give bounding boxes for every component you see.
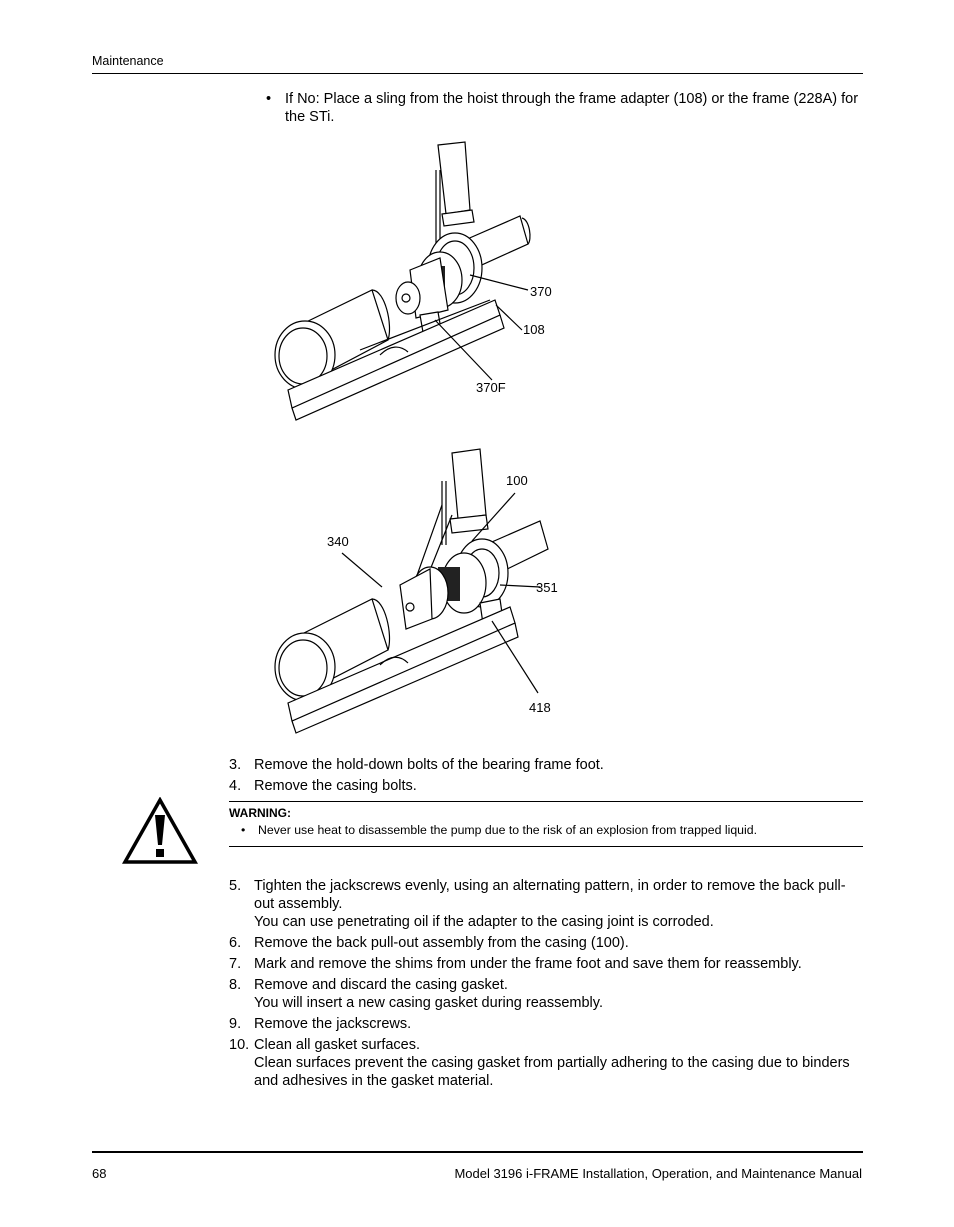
step-text: Clean all gasket surfaces. bbox=[254, 1037, 421, 1053]
footer-rule bbox=[92, 1151, 863, 1153]
step-item: 6. Remove the back pull-out assembly fro… bbox=[229, 934, 859, 952]
callout-418: 418 bbox=[529, 700, 551, 715]
step-note: Clean surfaces prevent the casing gasket… bbox=[254, 1055, 850, 1089]
step-number: 7. bbox=[229, 956, 242, 972]
step-text: Remove and discard the casing gasket. bbox=[254, 977, 508, 993]
warning-title: WARNING: bbox=[229, 806, 291, 820]
bullet-dot: • bbox=[241, 823, 246, 837]
pump-illustration-2 bbox=[260, 445, 560, 740]
step-number: 10. bbox=[229, 1037, 250, 1053]
page-header: Maintenance bbox=[92, 53, 863, 74]
step-item: 5. Tighten the jackscrews evenly, using … bbox=[229, 877, 859, 931]
manual-title: Model 3196 i-FRAME Installation, Operati… bbox=[454, 1166, 862, 1181]
step-text: Remove the jackscrews. bbox=[254, 1016, 412, 1032]
step-text: Mark and remove the shims from under the… bbox=[254, 956, 802, 972]
step-item: 8. Remove and discard the casing gasket.… bbox=[229, 976, 859, 1012]
bullet-text: If No: Place a sling from the hoist thro… bbox=[285, 91, 859, 125]
callout-100: 100 bbox=[506, 473, 528, 488]
callout-351: 351 bbox=[536, 580, 558, 595]
step-item: 3. Remove the hold-down bolts of the bea… bbox=[229, 756, 859, 774]
step-item: 9. Remove the jackscrews. bbox=[229, 1015, 859, 1033]
bullet-dot: • bbox=[266, 91, 272, 107]
page-number: 68 bbox=[92, 1166, 107, 1181]
step-text: Remove the casing bolts. bbox=[254, 778, 417, 794]
steps-list-b: 5. Tighten the jackscrews evenly, using … bbox=[229, 877, 859, 1093]
step-text: Tighten the jackscrews evenly, using an … bbox=[254, 878, 846, 912]
step-item: 10. Clean all gasket surfaces. Clean sur… bbox=[229, 1036, 859, 1090]
step-number: 4. bbox=[229, 778, 242, 794]
warning-triangle-icon bbox=[122, 796, 198, 870]
step-note: You can use penetrating oil if the adapt… bbox=[254, 914, 714, 930]
step-number: 9. bbox=[229, 1016, 242, 1032]
section-title: Maintenance bbox=[92, 54, 164, 68]
callout-370: 370 bbox=[530, 284, 552, 299]
step-text: Remove the back pull-out assembly from t… bbox=[254, 935, 629, 951]
steps-list-a: 3. Remove the hold-down bolts of the bea… bbox=[229, 756, 859, 798]
callout-340: 340 bbox=[327, 534, 349, 549]
callout-370f: 370F bbox=[476, 380, 506, 395]
callout-108: 108 bbox=[523, 322, 545, 337]
step-number: 8. bbox=[229, 977, 242, 993]
warning-top-rule bbox=[229, 801, 863, 802]
step-number: 5. bbox=[229, 878, 242, 894]
step-item: 4. Remove the casing bolts. bbox=[229, 777, 859, 795]
warning-bottom-rule bbox=[229, 846, 863, 847]
step-number: 6. bbox=[229, 935, 242, 951]
step-item: 7. Mark and remove the shims from under … bbox=[229, 955, 859, 973]
step-note: You will insert a new casing gasket duri… bbox=[254, 995, 603, 1011]
warning-text: Never use heat to disassemble the pump d… bbox=[258, 823, 757, 837]
step-number: 3. bbox=[229, 757, 242, 773]
step-text: Remove the hold-down bolts of the bearin… bbox=[254, 757, 604, 773]
pump-illustration-1 bbox=[260, 140, 560, 425]
